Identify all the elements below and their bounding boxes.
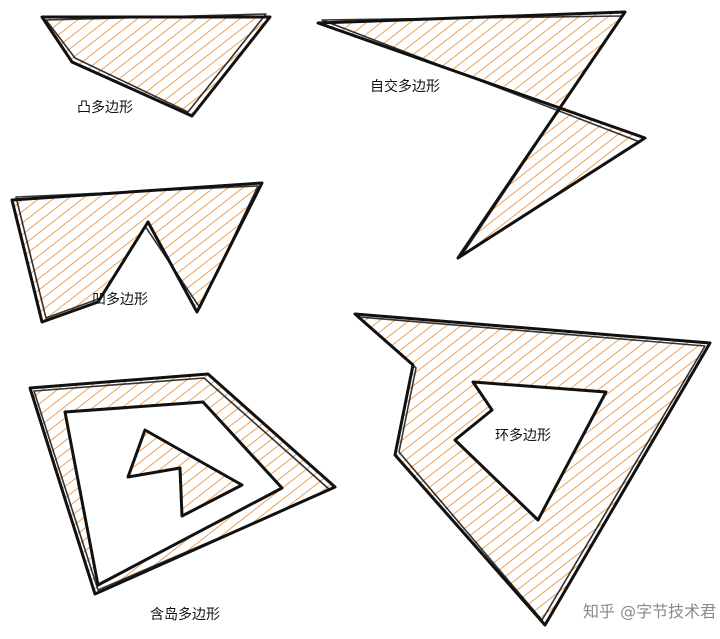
polygon-with-islands-label: 含岛多边形	[150, 607, 220, 623]
convex-polygon	[40, 13, 272, 118]
ring-polygon	[353, 312, 712, 627]
self-intersecting-polygon-label: 自交多边形	[370, 79, 440, 95]
self-intersecting-polygon	[316, 10, 647, 260]
concave-polygon-label: 凹多边形	[92, 292, 148, 308]
convex-polygon-label: 凸多边形	[77, 100, 133, 116]
watermark: 知乎 @字节技术君	[583, 602, 717, 621]
polygon-with-islands	[28, 372, 337, 596]
concave-polygon	[10, 181, 264, 324]
ring-polygon-label: 环多边形	[495, 428, 551, 444]
